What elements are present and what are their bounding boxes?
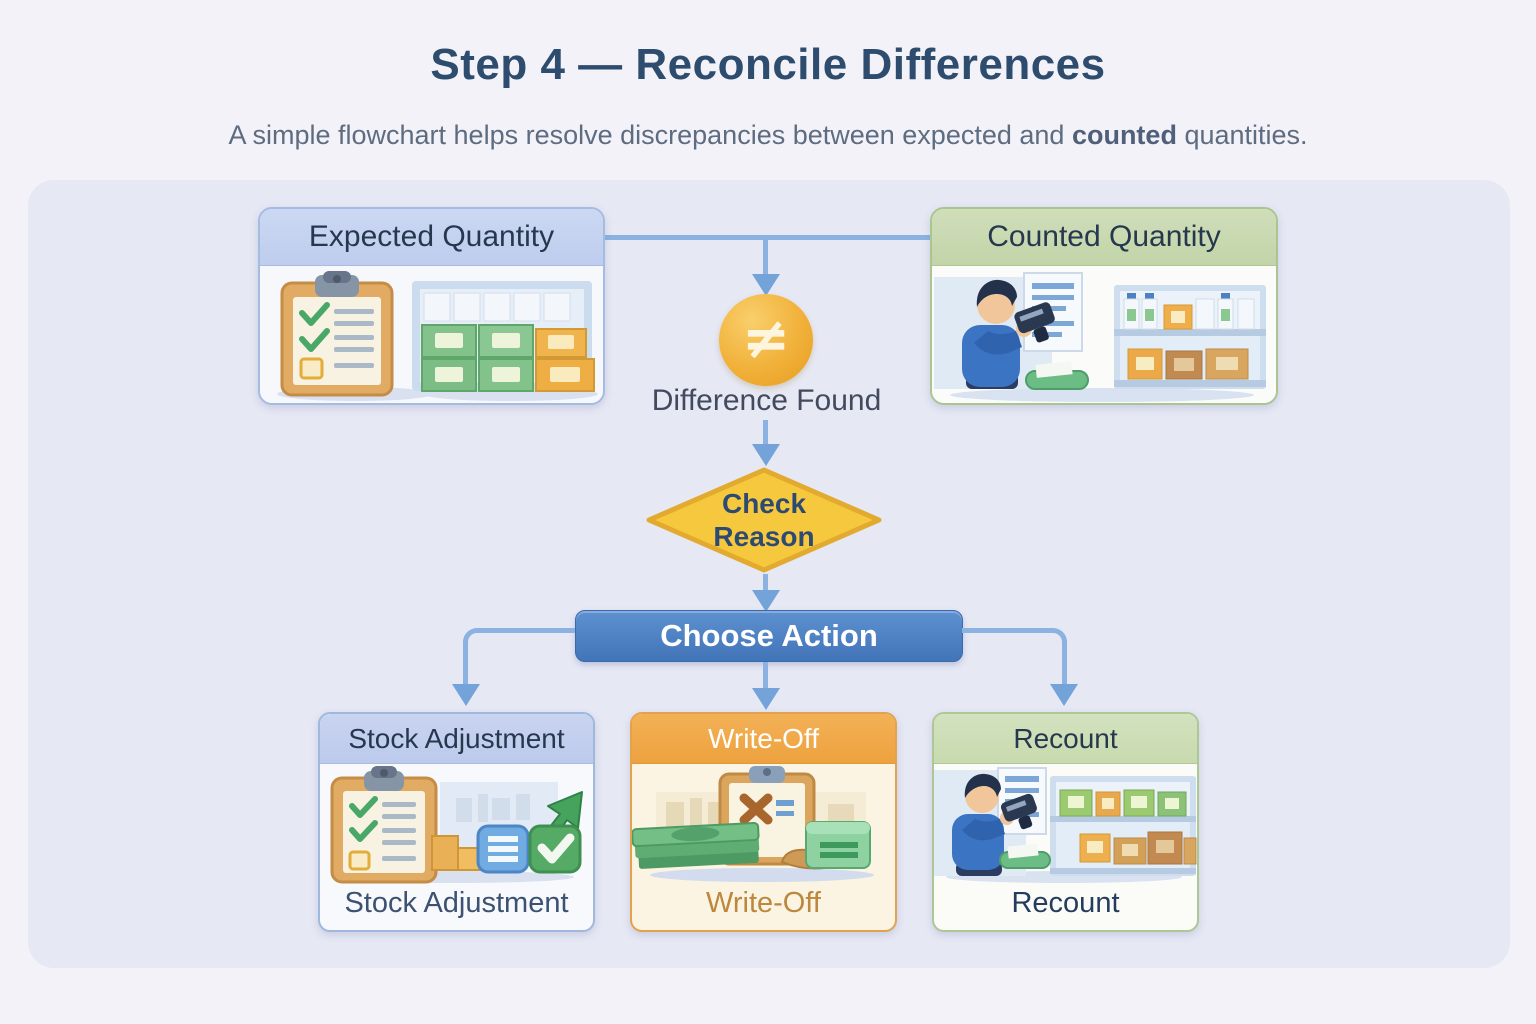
diamond-shape (646, 467, 882, 573)
stock-adjustment-header: Stock Adjustment (320, 714, 593, 764)
not-equal-symbol: ≠ (741, 304, 791, 372)
stock-adjustment-caption: Stock Adjustment (320, 884, 593, 922)
stock-adjustment-caption-label: Stock Adjustment (344, 886, 569, 919)
recount-caption: Recount (934, 884, 1197, 922)
arrowhead-to-writeoff-icon (752, 688, 780, 710)
stock-adjustment-illustration (330, 766, 583, 884)
node-write-off: Write-Off (630, 712, 897, 932)
connector-to-action (763, 574, 768, 590)
decision-line1: Check (721, 487, 807, 519)
node-recount: Recount (932, 712, 1199, 932)
decision-diamond (641, 462, 887, 578)
connector-expected-counted (603, 235, 932, 240)
subtitle-prefix: A simple flowchart helps resolve discrep… (228, 120, 1072, 150)
node-expected-quantity: Expected Quantity (258, 207, 605, 405)
worker-scanning-illustration (934, 272, 1266, 402)
choose-action-bar: Choose Action (575, 610, 963, 662)
connector-action-to-adjustment (463, 628, 575, 684)
decision-label: Check Reason (641, 462, 887, 578)
expected-quantity-header: Expected Quantity (260, 209, 603, 266)
recount-header: Recount (934, 714, 1197, 764)
counted-quantity-header: Counted Quantity (932, 209, 1276, 266)
write-off-header: Write-Off (632, 714, 895, 764)
node-counted-quantity: Counted Quantity (930, 207, 1278, 405)
write-off-body (632, 764, 895, 888)
counted-quantity-label: Counted Quantity (987, 220, 1221, 253)
page-title: Step 4 — Reconcile Differences (430, 40, 1106, 89)
write-off-header-label: Write-Off (708, 722, 819, 754)
counted-quantity-body (932, 267, 1276, 403)
arrowhead-to-adjustment-icon (452, 684, 480, 706)
connector-down-to-difference (763, 238, 768, 274)
write-off-caption: Write-Off (632, 884, 895, 922)
arrowhead-to-recount-icon (1050, 684, 1078, 706)
connector-action-to-recount (962, 628, 1067, 684)
recount-header-label: Recount (1013, 722, 1118, 754)
write-off-illustration (632, 766, 874, 882)
choose-action-label: Choose Action (660, 618, 878, 653)
write-off-caption-label: Write-Off (706, 886, 821, 919)
arrowhead-to-decision-icon (752, 444, 780, 466)
recount-body (934, 764, 1197, 888)
arrowhead-to-difference-icon (752, 274, 780, 296)
stock-adjustment-header-label: Stock Adjustment (348, 722, 565, 754)
connector-action-to-writeoff (763, 662, 768, 688)
not-equal-icon: ≠ (719, 294, 813, 386)
recount-illustration (934, 767, 1197, 883)
stock-adjustment-body (320, 764, 593, 888)
difference-found-label: Difference Found (651, 384, 882, 417)
connector-to-decision (763, 420, 768, 444)
decision-line2: Reason (713, 521, 815, 552)
expected-quantity-body (260, 267, 603, 403)
subtitle-suffix: quantities. (1176, 120, 1308, 150)
arrowhead-to-action-icon (752, 590, 780, 612)
expected-quantity-label: Expected Quantity (308, 220, 555, 253)
recount-caption-label: Recount (1011, 886, 1120, 919)
node-stock-adjustment: Stock Adjustment (318, 712, 595, 932)
clipboard-shelf-illustration (277, 271, 598, 401)
page-subtitle: A simple flowchart helps resolve discrep… (0, 120, 1536, 151)
subtitle-emphasis: counted (1071, 120, 1177, 150)
